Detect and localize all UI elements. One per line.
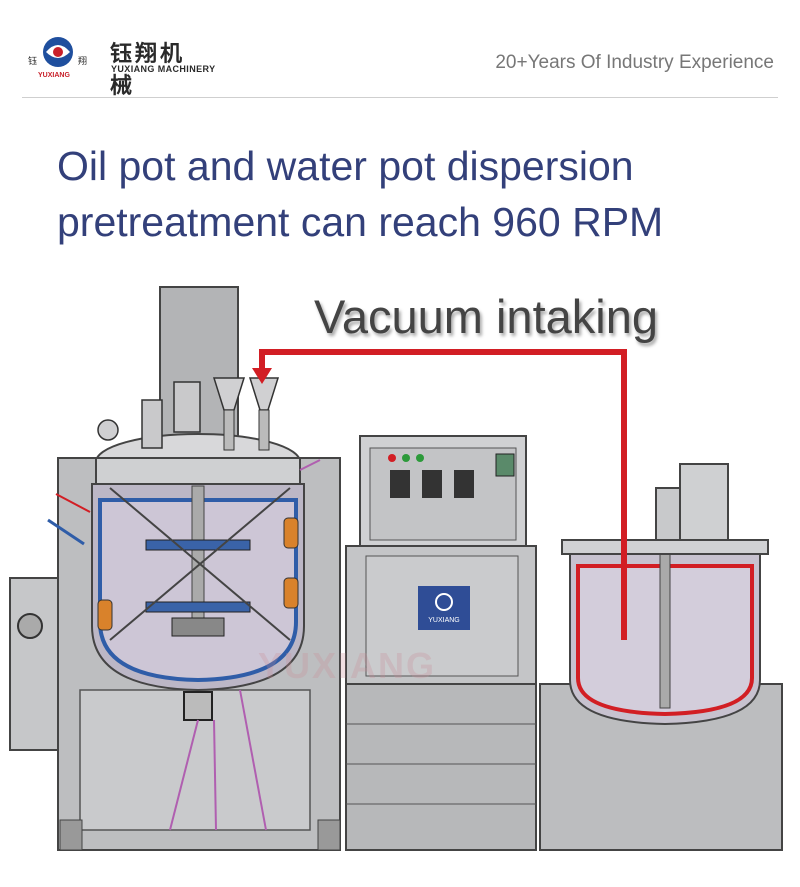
watermark-text: YUXIANG <box>258 645 437 686</box>
heater-pad-left <box>97 599 113 631</box>
left-flange <box>97 419 119 441</box>
meter-2 <box>422 470 442 498</box>
pipe-line-2 <box>213 719 217 831</box>
headline-line-2: pretreatment can reach 960 RPM <box>57 199 664 245</box>
feed-hopper-2 <box>248 377 280 411</box>
pipe-line-4 <box>299 459 321 471</box>
vacuum-arrow-icon <box>252 368 272 384</box>
cabinet-badge-text: YUXIANG <box>428 617 460 624</box>
headline: Oil pot and water pot dispersion pretrea… <box>57 138 777 250</box>
svg-text:翔: 翔 <box>78 55 87 67</box>
agitator-blade-bottom <box>145 601 251 613</box>
logo-chinese-text: 钰翔机械 <box>110 42 186 99</box>
vacuum-intaking-label: Vacuum intaking <box>314 290 658 343</box>
headline-line-1: Oil pot and water pot dispersion <box>57 143 634 189</box>
feed-pipe-2 <box>258 409 270 451</box>
vacuum-pipe-line <box>259 349 627 640</box>
page-header: 钰 翔 YUXIANG 钰翔机械 YUXIANG MACHINERY 20+Ye… <box>0 0 800 100</box>
logo-english-text: YUXIANG MACHINERY <box>111 64 216 74</box>
yuxiang-logo-icon: 钰 翔 <box>28 37 87 67</box>
pipe-line-1 <box>169 719 199 831</box>
meter-3 <box>454 470 474 498</box>
frame-leg-left <box>59 819 83 851</box>
cabinet-base <box>345 683 537 851</box>
display-screen <box>495 453 515 477</box>
red-inlet-line <box>55 493 91 513</box>
badge-logo-icon <box>435 593 453 611</box>
water-pot-shaft <box>659 547 671 709</box>
logo-small-text: YUXIANG <box>38 72 70 79</box>
motor-dial <box>17 613 43 639</box>
blue-inlet-line <box>47 518 85 546</box>
frame-leg-right <box>317 819 341 851</box>
header-divider <box>22 97 778 98</box>
homogenizer-head <box>171 617 225 637</box>
indicator-light-2 <box>402 454 410 462</box>
top-fitting-2 <box>141 399 163 449</box>
bottom-outlet-valve <box>183 691 213 721</box>
heater-pad-right-bottom <box>283 577 299 609</box>
pipe-line-3 <box>239 689 267 831</box>
svg-text:钰: 钰 <box>28 55 37 67</box>
top-fitting-1 <box>173 381 201 433</box>
heater-pad-right-top <box>283 517 299 549</box>
meter-1 <box>390 470 410 498</box>
vessel-lid <box>95 457 301 485</box>
right-motor-top <box>679 463 729 545</box>
brand-logo: 钰 翔 YUXIANG 钰翔机械 YUXIANG MACHINERY <box>22 34 215 99</box>
tagline: 20+Years Of Industry Experience <box>495 52 774 73</box>
water-pot-rim <box>561 539 769 555</box>
indicator-light-3 <box>416 454 424 462</box>
mixer-machine-illustration: YUXIANG <box>9 286 783 851</box>
agitator-blade-top <box>145 539 251 551</box>
feed-pipe-1 <box>223 409 235 451</box>
indicator-light-1 <box>388 454 396 462</box>
agitator-frame-diag-2 <box>109 487 291 641</box>
